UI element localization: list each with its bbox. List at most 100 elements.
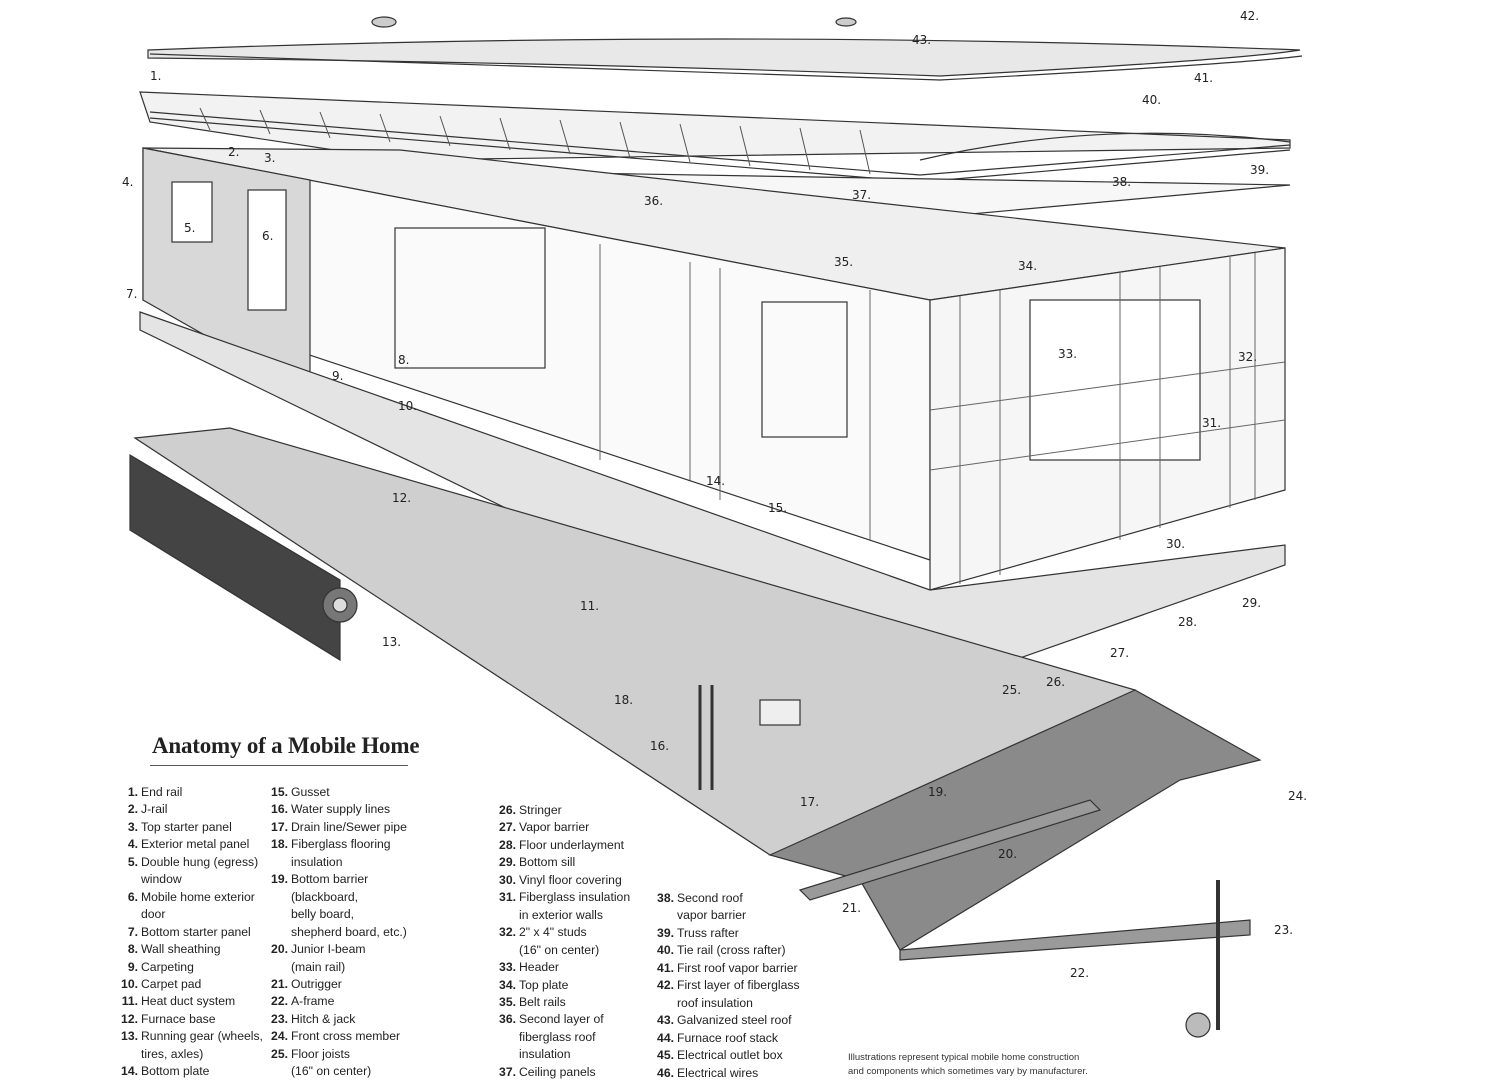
legend-item-number: 12. [121,1011,138,1026]
legend-item-label: Bottom starter panel [141,924,251,939]
legend-item-number: 6. [127,889,138,904]
legend-item: 1.End rail [118,784,263,801]
legend-item: 39.Truss rafter [654,925,800,942]
legend-item-label: Front cross member [291,1029,401,1044]
legend-item: 11.Heat duct system [118,993,263,1010]
callout-38: 38. [1112,175,1131,189]
legend-item-number: 4. [127,837,138,852]
callout-10: 10. [398,399,417,413]
legend-item: 36.Second layer of fiberglass roof insul… [496,1011,630,1063]
legend-item-number: 13. [121,1029,138,1044]
legend-item-label: Tie rail (cross rafter) [677,943,786,958]
legend-item-label: Electrical outlet box [677,1048,783,1063]
legend-item-label: Truss rafter [677,925,739,940]
callout-36: 36. [644,194,663,208]
legend-item-label: Header [519,960,559,975]
title-divider [150,765,408,766]
legend-item: 13.Running gear (wheels, tires, axles) [118,1028,263,1063]
legend-item-label: Top plate [519,977,569,992]
legend-item-label: Bottom plate [141,1064,210,1079]
legend-item: 8.Wall sheathing [118,941,263,958]
callout-32: 32. [1238,350,1257,364]
roof-truss-layer [139,91,1291,183]
legend-item: 31.Fiberglass insulation in exterior wal… [496,889,630,924]
legend-item: 16.Water supply lines [268,801,407,818]
legend-item: 38.Second roof vapor barrier [654,890,800,925]
legend-item-label: Carpeting [141,959,194,974]
legend-item-number: 44. [657,1030,674,1045]
callout-12: 12. [392,491,411,505]
legend-item-label: Carpet pad [141,976,202,991]
legend-item-number: 3. [127,819,138,834]
legend-item-label: First layer of fiberglass roof insulatio… [677,978,800,1010]
legend-item-number: 42. [657,978,674,993]
legend-item-number: 20. [271,942,288,957]
legend-item: 7.Bottom starter panel [118,924,263,941]
legend-item: 19.Bottom barrier (blackboard, belly boa… [268,871,407,941]
legend-item: 42.First layer of fiberglass roof insula… [654,977,800,1012]
legend-item-label: Second layer of fiberglass roof insulati… [519,1012,604,1062]
callout-1: 1. [150,69,161,83]
legend-item-label: Floor joists (16" on center) [291,1046,372,1079]
callout-24: 24. [1288,789,1307,803]
callout-39: 39. [1250,163,1269,177]
legend-item-number: 21. [271,976,288,991]
callout-25: 25. [1002,683,1021,697]
legend-item-number: 7. [127,924,138,939]
callout-6: 6. [262,229,273,243]
legend-item: 40.Tie rail (cross rafter) [654,942,800,959]
legend-item: 6.Mobile home exterior door [118,889,263,924]
legend-item-number: 22. [271,994,288,1009]
legend-item: 29.Bottom sill [496,854,630,871]
legend-item: 3.Top starter panel [118,819,263,836]
callout-18: 18. [614,693,633,707]
legend-item-number: 2. [127,802,138,817]
legend-item: 5.Double hung (egress) window [118,854,263,889]
callout-37: 37. [852,188,871,202]
callout-27: 27. [1110,646,1129,660]
callout-3: 3. [264,151,275,165]
legend-item-number: 23. [271,1011,288,1026]
callout-21: 21. [842,901,861,915]
legend-item-label: Fiberglass flooring insulation [291,837,391,869]
legend-item-number: 30. [499,872,516,887]
callout-13: 13. [382,635,401,649]
legend-item-number: 41. [657,960,674,975]
callout-8: 8. [398,353,409,367]
legend-item: 2.J-rail [118,801,263,818]
callout-15: 15. [768,501,787,515]
legend-item: 46.Electrical wires [654,1065,800,1082]
callout-14: 14. [706,474,725,488]
callout-34: 34. [1018,259,1037,273]
legend-item: 15.Gusset [268,784,407,801]
legend-item-label: Bottom sill [519,855,576,870]
legend-item: 10.Carpet pad [118,976,263,993]
legend-item-label: Water supply lines [291,802,391,817]
legend-item: 17.Drain line/Sewer pipe [268,819,407,836]
legend-item-label: Second roof vapor barrier [677,891,747,923]
legend-item-number: 40. [657,943,674,958]
legend-item: 44.Furnace roof stack [654,1030,800,1047]
legend-item: 32.2" x 4" studs (16" on center) [496,924,630,959]
legend-item-number: 9. [127,959,138,974]
legend-item-label: Furnace roof stack [677,1030,778,1045]
callout-41: 41. [1194,71,1213,85]
callout-33: 33. [1058,347,1077,361]
legend-item-label: Running gear (wheels, tires, axles) [141,1029,263,1061]
legend-item: 25.Floor joists (16" on center) [268,1046,407,1081]
legend-item-label: First roof vapor barrier [677,960,798,975]
legend-item-label: 2" x 4" studs (16" on center) [519,925,600,957]
legend-item-number: 17. [271,819,288,834]
legend-item: 26.Stringer [496,802,630,819]
callout-42: 42. [1240,9,1259,23]
legend-item: 14.Bottom plate [118,1063,263,1080]
legend-item-label: Vapor barrier [519,820,590,835]
callout-28: 28. [1178,615,1197,629]
legend-item-number: 45. [657,1048,674,1063]
legend-item-number: 24. [271,1029,288,1044]
legend-item-number: 19. [271,872,288,887]
